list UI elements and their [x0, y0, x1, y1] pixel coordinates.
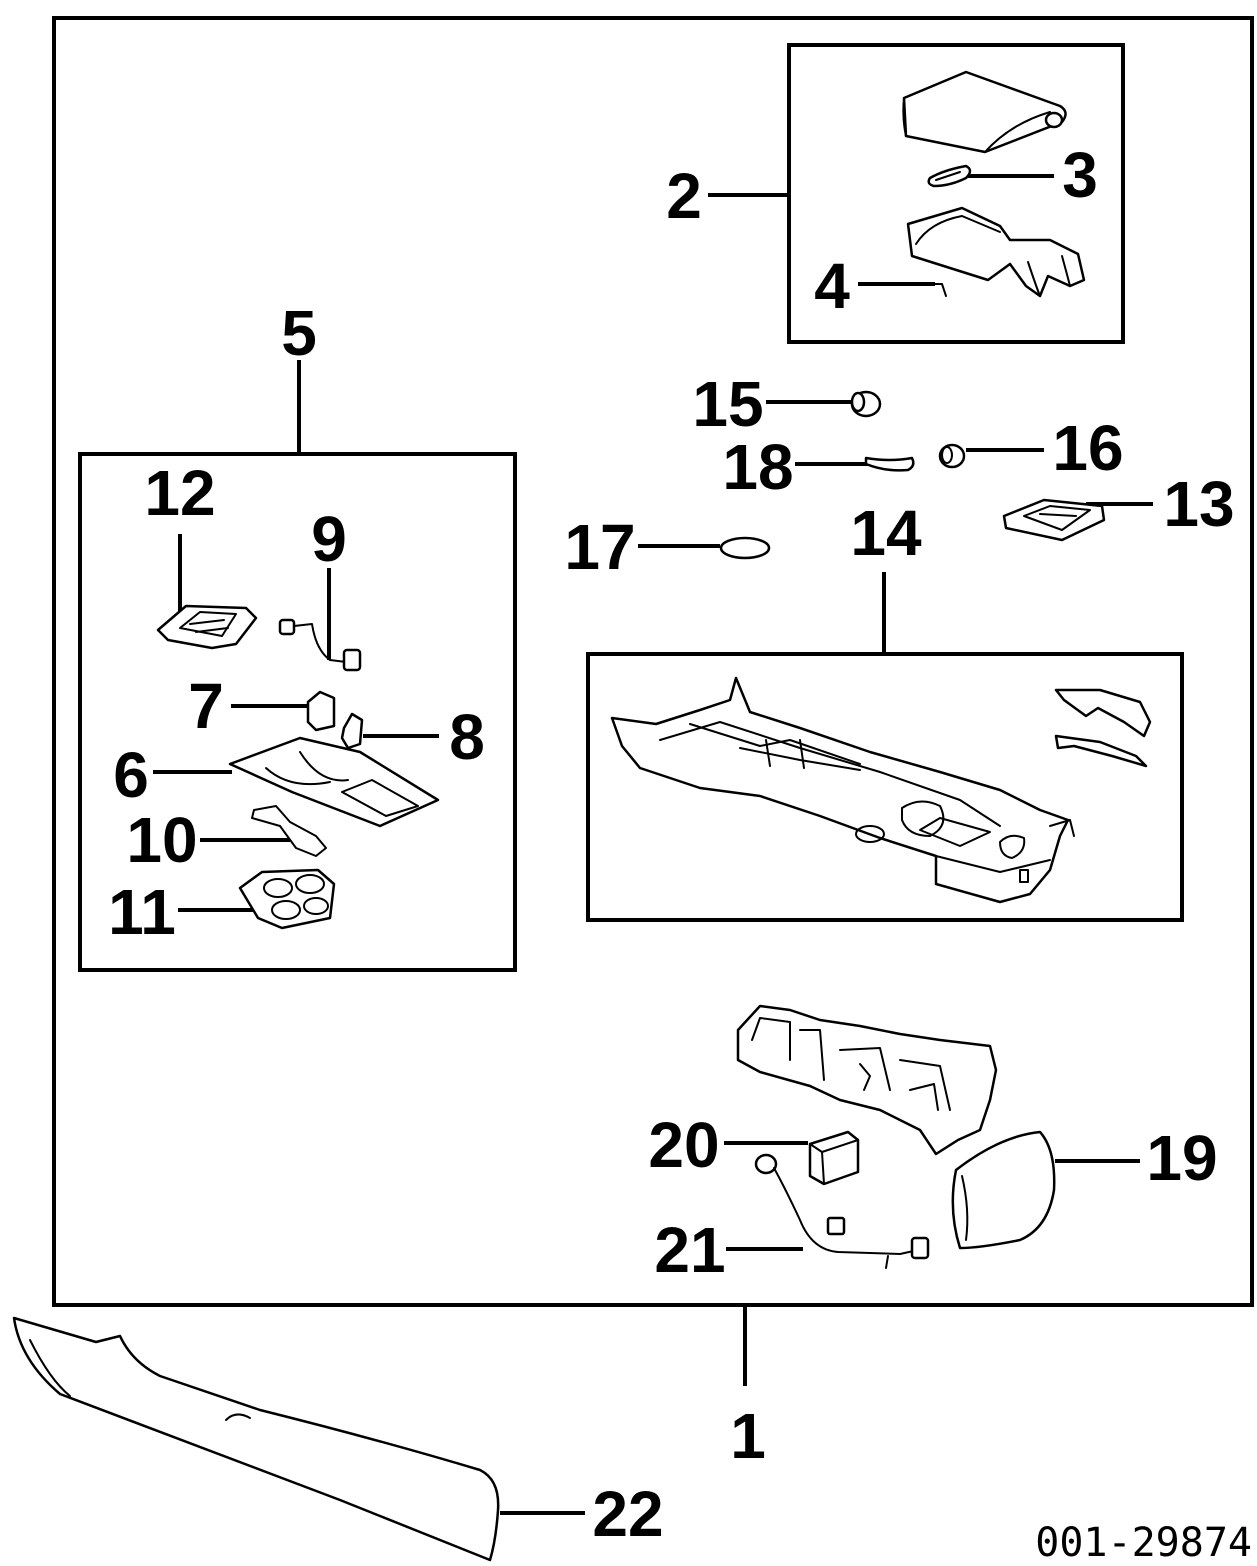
armrest-base-drawing [906, 206, 1086, 298]
callout-21: 21 [654, 1214, 725, 1286]
callout-16: 16 [1052, 412, 1123, 484]
callout-labels: 1 2 3 4 5 6 7 8 9 10 11 12 13 14 15 16 1… [108, 139, 1234, 1550]
callout-13: 13 [1163, 468, 1234, 540]
floor-console-drawing [736, 1004, 1056, 1250]
main-assembly-frame [52, 16, 1254, 1307]
callout-18: 18 [722, 431, 793, 503]
clip-drawing [927, 164, 972, 188]
cupholder-bezel-drawing [238, 868, 336, 930]
callout-20: 20 [648, 1109, 719, 1181]
callout-3: 3 [1062, 139, 1098, 211]
grommet-drawing [938, 443, 966, 469]
support-bracket-drawing [251, 805, 327, 857]
control-module-drawing [808, 1130, 860, 1186]
callout-11: 11 [108, 876, 176, 948]
console-body-drawing [610, 676, 1075, 904]
bracket-drawing [306, 690, 336, 732]
callout-9: 9 [311, 503, 347, 575]
screw-drawing [931, 283, 947, 297]
armrest-lid-drawing [902, 70, 1067, 154]
lamp-harness-drawing [278, 618, 362, 672]
callout-6: 6 [113, 739, 149, 811]
trim-plate-drawing [228, 736, 440, 828]
callout-17: 17 [564, 511, 635, 583]
plug-drawing [850, 390, 882, 418]
callout-7: 7 [188, 670, 224, 742]
callout-5: 5 [281, 297, 317, 369]
wiring-harness-drawing [754, 1153, 930, 1269]
cupholder-insert-drawing [156, 604, 258, 650]
side-trim-panel-drawing [12, 1316, 500, 1562]
callout-10: 10 [126, 804, 197, 876]
callout-1: 1 [730, 1400, 766, 1472]
callout-12: 12 [144, 457, 215, 529]
callout-4: 4 [814, 250, 850, 322]
cap-drawing [719, 536, 771, 560]
reference-number: 001-29874 [1035, 1520, 1252, 1566]
callout-19: 19 [1146, 1122, 1217, 1194]
callout-14: 14 [850, 497, 922, 569]
retainer-drawing [340, 712, 364, 750]
callout-8: 8 [449, 701, 485, 773]
seal-strip-drawing [864, 456, 915, 472]
console-trim-drawing [1054, 688, 1152, 768]
leader-lines [153, 174, 1153, 1515]
callout-15: 15 [692, 368, 763, 440]
rear-vent-drawing [1002, 498, 1106, 542]
callout-2: 2 [666, 160, 702, 232]
callout-22: 22 [592, 1478, 663, 1550]
